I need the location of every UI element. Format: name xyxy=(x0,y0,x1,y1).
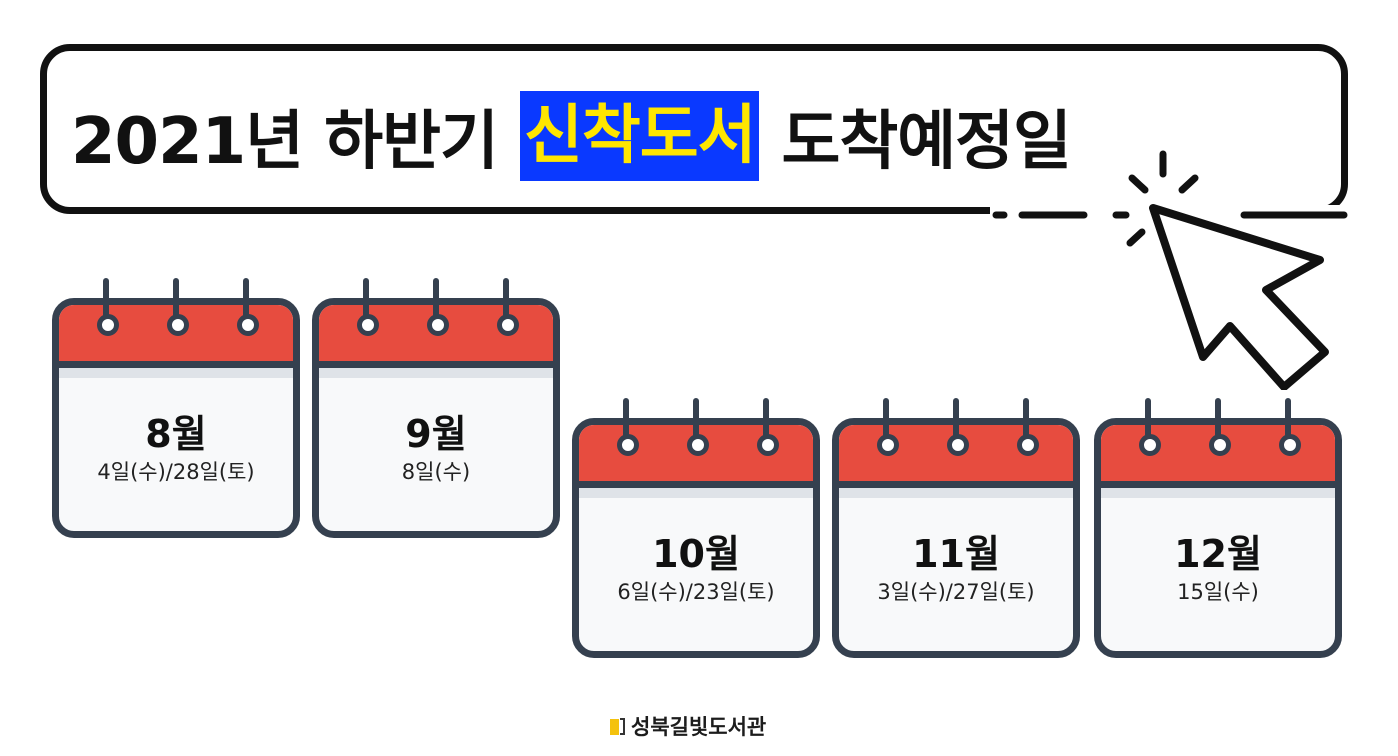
title-banner: 2021년 하반기 신착도서 도착예정일 xyxy=(40,44,1348,214)
calendar-ring xyxy=(1023,398,1029,448)
title-highlight: 신착도서 xyxy=(519,91,760,181)
calendar-ring xyxy=(953,398,959,448)
calendar-ring xyxy=(883,398,889,448)
calendar-october: 10월 6일(수)/23일(토) xyxy=(572,398,820,658)
calendar-dates: 6일(수)/23일(토) xyxy=(617,580,775,604)
calendar-ring xyxy=(433,278,439,328)
calendar-dates: 8일(수) xyxy=(401,460,471,484)
calendar-month: 10월 xyxy=(652,532,740,576)
calendar-ring xyxy=(693,398,699,448)
calendar-ring xyxy=(503,278,509,328)
calendar-month: 9월 xyxy=(405,412,467,456)
calendar-card xyxy=(832,418,1080,658)
book-icon xyxy=(610,717,626,735)
calendar-ring xyxy=(1285,398,1291,448)
title-suffix: 도착예정일 xyxy=(781,105,1071,179)
library-name: 성북길빛도서관 xyxy=(631,715,767,739)
calendar-card xyxy=(572,418,820,658)
page-title: 2021년 하반기 신착도서 도착예정일 xyxy=(71,91,1072,181)
library-footer: 성북길빛도서관 xyxy=(610,712,766,740)
calendar-dates: 3일(수)/27일(토) xyxy=(877,580,1035,604)
calendar-month: 12월 xyxy=(1174,532,1262,576)
calendar-ring xyxy=(1145,398,1151,448)
calendar-ring xyxy=(363,278,369,328)
calendar-month: 8월 xyxy=(145,412,207,456)
calendar-dates: 15일(수) xyxy=(1177,580,1259,604)
calendar-ring xyxy=(173,278,179,328)
mouse-pointer-click-icon xyxy=(990,150,1348,390)
calendar-ring xyxy=(763,398,769,448)
calendar-august: 8월 4일(수)/28일(토) xyxy=(52,278,300,538)
calendar-ring xyxy=(623,398,629,448)
calendar-november: 11월 3일(수)/27일(토) xyxy=(832,398,1080,658)
calendar-card xyxy=(312,298,560,538)
calendar-ring xyxy=(1215,398,1221,448)
calendar-september: 9월 8일(수) xyxy=(312,278,560,538)
calendar-card xyxy=(1094,418,1342,658)
calendar-ring xyxy=(103,278,109,328)
calendar-dates: 4일(수)/28일(토) xyxy=(97,460,255,484)
title-prefix: 2021년 하반기 xyxy=(71,105,499,179)
calendar-december: 12월 15일(수) xyxy=(1094,398,1342,658)
calendar-month: 11월 xyxy=(912,532,1000,576)
calendar-ring xyxy=(243,278,249,328)
